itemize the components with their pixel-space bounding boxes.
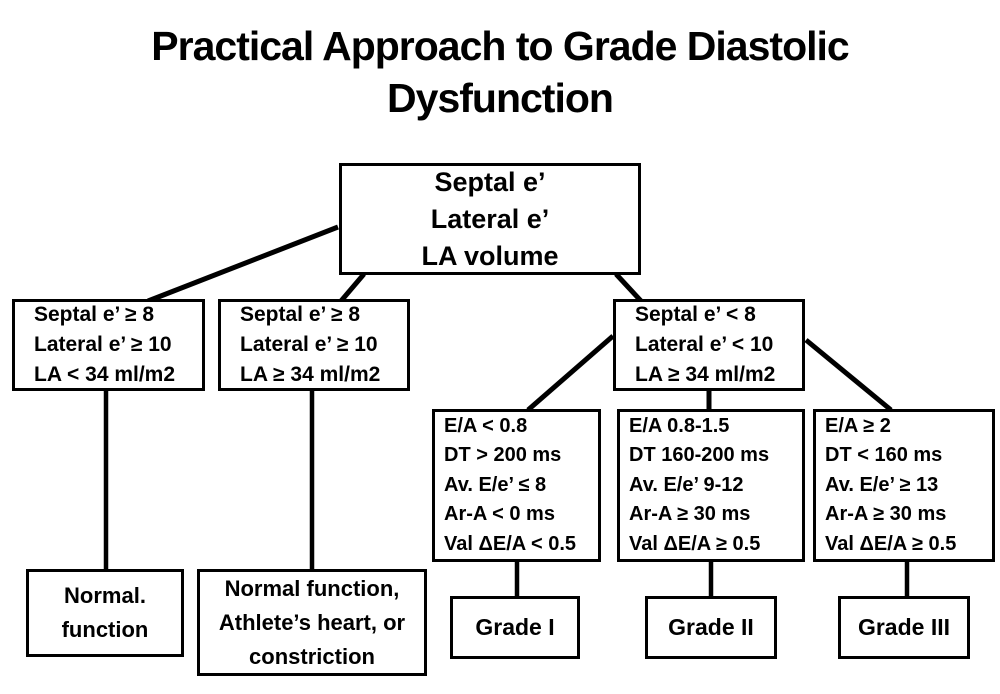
node-branch-normal-line: Septal e’ ≥ 8 <box>34 303 155 326</box>
node-criteria-grade1-line: E/A < 0.8 <box>444 414 528 437</box>
node-criteria-grade3-line: E/A ≥ 2 <box>825 414 891 437</box>
node-criteria-grade2-line: Val ΔE/A ≥ 0.5 <box>629 532 761 555</box>
node-criteria-grade1-line: Ar-A < 0 ms <box>444 503 555 526</box>
node-outcome-athlete-line: Normal function, <box>224 575 400 601</box>
node-criteria-grade2-line: DT 160-200 ms <box>629 444 770 467</box>
node-criteria-grade1: E/A < 0.8 DT > 200 ms Av. E/e’ ≤ 8 Ar-A … <box>432 409 601 562</box>
node-branch-dysfunction-line: Lateral e’ < 10 <box>635 333 774 356</box>
node-branch-normal-line: LA < 34 ml/m2 <box>34 363 176 386</box>
node-criteria-grade1-line: Av. E/e’ ≤ 8 <box>444 473 547 496</box>
node-branch-indeterminate-line: LA ≥ 34 ml/m2 <box>240 363 381 386</box>
node-outcome-normal-line: Normal. <box>64 583 146 608</box>
node-outcome-athlete-line: Athlete’s heart, or <box>218 609 406 635</box>
page-title-line1: Practical Approach to Grade Diastolic <box>151 23 849 69</box>
node-outcome-normal-line: function <box>61 617 149 642</box>
node-criteria-grade1-line: Val ΔE/A < 0.5 <box>444 532 577 555</box>
node-branch-normal: Septal e’ ≥ 8 Lateral e’ ≥ 10 LA < 34 ml… <box>12 299 205 391</box>
node-criteria-grade3-line: Val ΔE/A ≥ 0.5 <box>825 532 957 555</box>
connector-root-to-indeterminate-branch <box>339 272 366 303</box>
node-root-line: LA volume <box>421 240 559 271</box>
connector-dysfunction-to-criteria3 <box>804 338 893 412</box>
node-branch-dysfunction: Septal e’ < 8 Lateral e’ < 10 LA ≥ 34 ml… <box>613 299 805 391</box>
page-title-line2: Dysfunction <box>387 75 614 121</box>
node-branch-indeterminate: Septal e’ ≥ 8 Lateral e’ ≥ 10 LA ≥ 34 ml… <box>218 299 410 391</box>
node-outcome-athlete: Normal function, Athlete’s heart, or con… <box>197 569 427 676</box>
node-branch-dysfunction-line: Septal e’ < 8 <box>635 303 756 326</box>
node-criteria-grade3-line: Av. E/e’ ≥ 13 <box>825 473 939 496</box>
node-grade1: Grade I <box>450 596 580 659</box>
node-grade2: Grade II <box>645 596 777 659</box>
node-grade1-label: Grade I <box>475 614 555 640</box>
node-outcome-normal: Normal. function <box>26 569 184 657</box>
connector-dysfunction-to-criteria1 <box>526 334 615 412</box>
connector-root-to-dysfunction-branch <box>614 272 643 303</box>
node-criteria-grade3: E/A ≥ 2 DT < 160 ms Av. E/e’ ≥ 13 Ar-A ≥… <box>813 409 995 562</box>
node-criteria-grade2-line: Av. E/e’ 9-12 <box>629 473 744 496</box>
page-title: Practical Approach to Grade Diastolic Dy… <box>0 20 1000 124</box>
node-grade2-label: Grade II <box>668 614 754 640</box>
node-outcome-athlete-line: constriction <box>249 643 375 669</box>
connector-root-to-normal-branch <box>147 224 339 304</box>
node-branch-normal-line: Lateral e’ ≥ 10 <box>34 333 172 356</box>
node-branch-dysfunction-line: LA ≥ 34 ml/m2 <box>635 363 776 386</box>
node-grade3-label: Grade III <box>857 614 951 640</box>
node-criteria-grade1-line: DT > 200 ms <box>444 444 562 467</box>
node-criteria-grade3-line: Ar-A ≥ 30 ms <box>825 503 947 526</box>
node-criteria-grade2-line: E/A 0.8-1.5 <box>629 414 730 437</box>
node-branch-indeterminate-line: Lateral e’ ≥ 10 <box>240 333 378 356</box>
node-root: Septal e’ Lateral e’ LA volume <box>339 163 641 275</box>
node-grade3: Grade III <box>838 596 970 659</box>
node-criteria-grade2: E/A 0.8-1.5 DT 160-200 ms Av. E/e’ 9-12 … <box>617 409 805 562</box>
node-branch-indeterminate-line: Septal e’ ≥ 8 <box>240 303 361 326</box>
node-criteria-grade2-line: Ar-A ≥ 30 ms <box>629 503 751 526</box>
node-root-line: Lateral e’ <box>430 203 550 234</box>
node-root-line: Septal e’ <box>434 166 546 197</box>
node-criteria-grade3-line: DT < 160 ms <box>825 444 943 467</box>
